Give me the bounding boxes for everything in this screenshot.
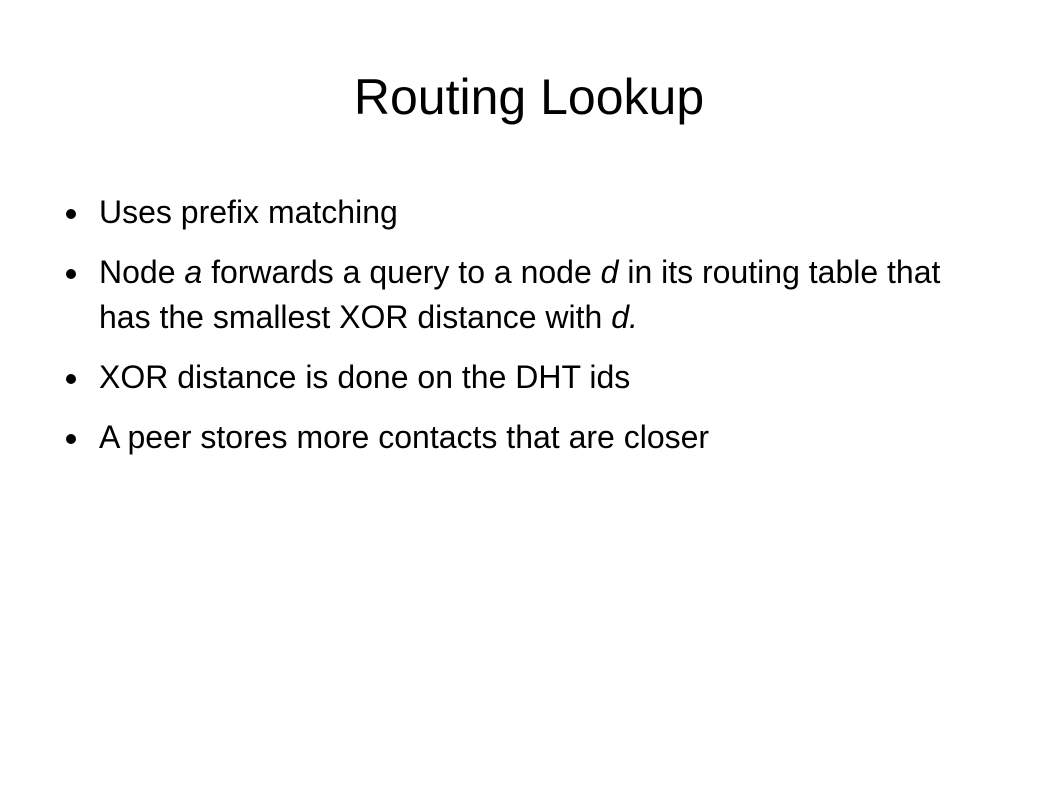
slide-title: Routing Lookup <box>353 69 705 125</box>
bullet-dot-icon <box>66 434 76 444</box>
bullet-dot-icon <box>66 269 76 279</box>
bullet-text: Uses prefix matching <box>99 194 398 230</box>
bullet-text: A peer stores more contacts that are clo… <box>99 419 710 455</box>
bullet-text-part: in its routing table that has the smalle… <box>99 254 941 335</box>
bullet-item: XOR distance is done on the DHT ids <box>66 355 996 400</box>
bullet-dot-icon <box>66 374 76 384</box>
bullet-italic-a: a <box>184 254 203 290</box>
bullet-italic-d-end: d. <box>611 299 638 335</box>
bullet-text: XOR distance is done on the DHT ids <box>99 359 631 395</box>
bullet-list: Uses prefix matching Node a forwards a q… <box>66 190 996 475</box>
bullet-text: Node a forwards a query to a node d in i… <box>99 254 940 335</box>
bullet-dot-icon <box>66 209 76 219</box>
bullet-item: Node a forwards a query to a node d in i… <box>66 250 996 340</box>
bullet-text-part: Node <box>99 254 185 290</box>
bullet-italic-d: d <box>600 254 619 290</box>
bullet-text-part: forwards a query to a node <box>202 254 601 290</box>
bullet-item: A peer stores more contacts that are clo… <box>66 415 996 460</box>
bullet-item: Uses prefix matching <box>66 190 996 235</box>
